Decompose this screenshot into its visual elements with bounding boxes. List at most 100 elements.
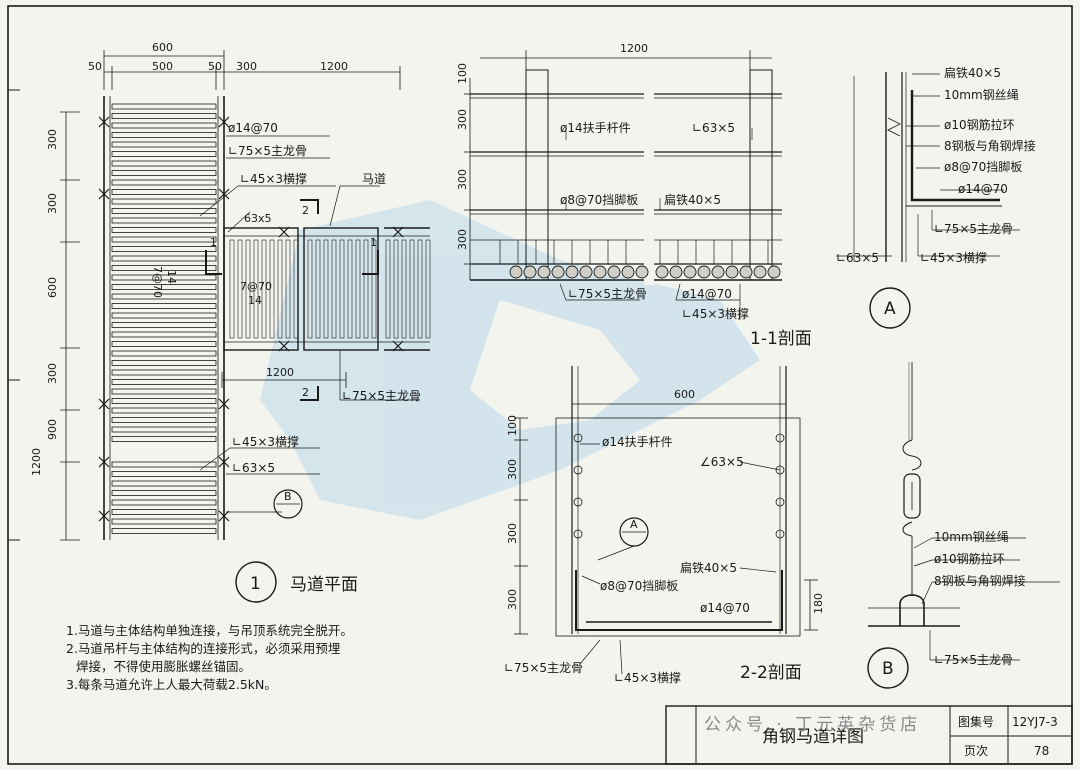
plan-branch-slat (315, 239, 321, 339)
sec11-dim-top: 1200 (620, 42, 648, 55)
plan-slat (111, 227, 217, 233)
cross-mark (98, 510, 110, 522)
rod-section (753, 265, 767, 279)
rod-section (725, 265, 739, 279)
plan-dim-left-1200: 1200 (30, 448, 43, 476)
plan-branch-slat (285, 239, 291, 339)
cross-mark (392, 226, 404, 238)
detail-a-bubble (869, 287, 911, 329)
detail-b-label-keel: ∟75×5主龙骨 (934, 653, 1013, 667)
plan-branch-slat (355, 239, 361, 339)
rod-section (621, 265, 635, 279)
plan-slat (111, 350, 217, 357)
plan-slat (111, 388, 217, 395)
sec22-label-angle: ∠63×5 (700, 455, 744, 469)
sec11-caption: 1-1剖面 (750, 329, 812, 349)
ref-b-bubble (273, 489, 303, 519)
plan-spacing-b-sub: 14 (248, 294, 262, 307)
plan-branch-slat (417, 239, 423, 339)
cross-mark (392, 340, 404, 352)
plan-slat (111, 208, 217, 214)
plan-slat (111, 160, 217, 167)
plan-slat (111, 236, 217, 243)
detail-a-label-keel: ∟75×5主龙骨 (934, 222, 1013, 236)
plan-branch-slat (293, 239, 299, 339)
plan-slat (111, 471, 217, 477)
sec22-ref-a: A (630, 518, 638, 531)
plan-branch-slat (385, 239, 391, 339)
detail-a-label-angle: ∟63×5 (836, 251, 879, 265)
detail-b-label-rope: 10mm钢丝绳 (934, 530, 1009, 544)
sec22-dim-100: 100 (506, 415, 519, 436)
rod-section (537, 265, 551, 279)
plan-branch-slat (229, 239, 235, 339)
plan-label-handrail: ø14@70 (228, 121, 278, 135)
sec22-label-flat: 扁铁40×5 (680, 561, 737, 575)
plan-slat (111, 480, 217, 487)
plan-dim-bottom: 1200 (266, 366, 294, 379)
plan-dim-500: 500 (152, 60, 173, 73)
cross-mark (218, 456, 230, 468)
plan-slat (111, 170, 217, 176)
bolt-hole (573, 497, 583, 507)
detail-a-label-rod: ø14@70 (958, 182, 1008, 196)
rod-section (579, 265, 593, 279)
plan-slat (111, 461, 217, 468)
sec11-label-angle: ∟63×5 (692, 121, 735, 135)
plan-branch-slat (371, 239, 377, 339)
rod-section (669, 265, 683, 279)
rod-section (635, 265, 649, 279)
sec22-label-toe: ø8@70挡脚板 (600, 578, 678, 593)
plan-dim-left-600: 600 (46, 277, 59, 298)
plan-branch-slat (277, 239, 283, 339)
plan-dim-left-300a: 300 (46, 129, 59, 150)
plan-label-cross-brace-2: ∟45×3横撑 (232, 434, 299, 449)
plan-cut-2-top: 2 (302, 204, 309, 217)
sec11-dim-300a: 300 (456, 109, 469, 130)
sec11-label-keel: ∟75×5主龙骨 (568, 287, 647, 301)
sec11-dim-100: 100 (456, 63, 469, 84)
section-11-toe-bars (499, 240, 769, 264)
plan-cut-2-bottom: 2 (302, 386, 309, 399)
plan-branch-slat (307, 239, 313, 339)
detail-b-leaders (913, 537, 1060, 661)
cross-mark (218, 116, 230, 128)
plan-slat (111, 132, 217, 138)
plan-slat (111, 312, 217, 319)
plan-slat (111, 255, 217, 262)
sec22-dim-300a: 300 (506, 459, 519, 480)
plan-dim-left-300c: 300 (46, 363, 59, 384)
plan-dim-1200: 1200 (320, 60, 348, 73)
design-notes: 1.马道与主体结构单独连接，与吊顶系统完全脱开。 2.马道吊杆与主体结构的连接形… (66, 622, 426, 694)
sec11-label-toe: ø8@70挡脚板 (560, 192, 638, 207)
rod-section (697, 265, 711, 279)
rod-section (739, 265, 753, 279)
sec22-dim-300c: 300 (506, 589, 519, 610)
sec11-label-brace: ∟45×3横撑 (682, 306, 749, 321)
plan-view (60, 50, 401, 541)
plan-branch-slat (331, 239, 337, 339)
rod-section (509, 265, 523, 279)
bolt-hole (573, 529, 583, 539)
plan-slat (111, 103, 217, 110)
plan-slat (111, 436, 217, 442)
rod-section (711, 265, 725, 279)
rod-section (655, 265, 669, 279)
sec22-label-rod: ø14@70 (700, 601, 750, 615)
title-block (665, 705, 1073, 765)
plan-slat (111, 509, 217, 515)
section-11-rods (509, 265, 781, 279)
note-line: 3.每条马道允许上人最大荷载2.5kN。 (66, 677, 277, 692)
plan-branch-slat (409, 239, 415, 339)
detail-a-label-flat: 扁铁40×5 (944, 66, 1001, 80)
note-line: 焊接，不得使用膨胀螺丝锚固。 (76, 659, 252, 674)
plan-slat (111, 265, 217, 271)
plan-label-main-keel: ∟75×5主龙骨 (228, 144, 307, 158)
detail-b (868, 362, 960, 627)
sec11-label-handrail: ø14扶手杆件 (560, 120, 631, 135)
watermark-text: 公众号 · 丁元英杂货店 (704, 715, 922, 735)
plan-slat (111, 217, 217, 224)
sec11-label-rod: ø14@70 (682, 287, 732, 301)
rod-section (551, 265, 565, 279)
plan-dim-left-300b: 300 (46, 193, 59, 214)
